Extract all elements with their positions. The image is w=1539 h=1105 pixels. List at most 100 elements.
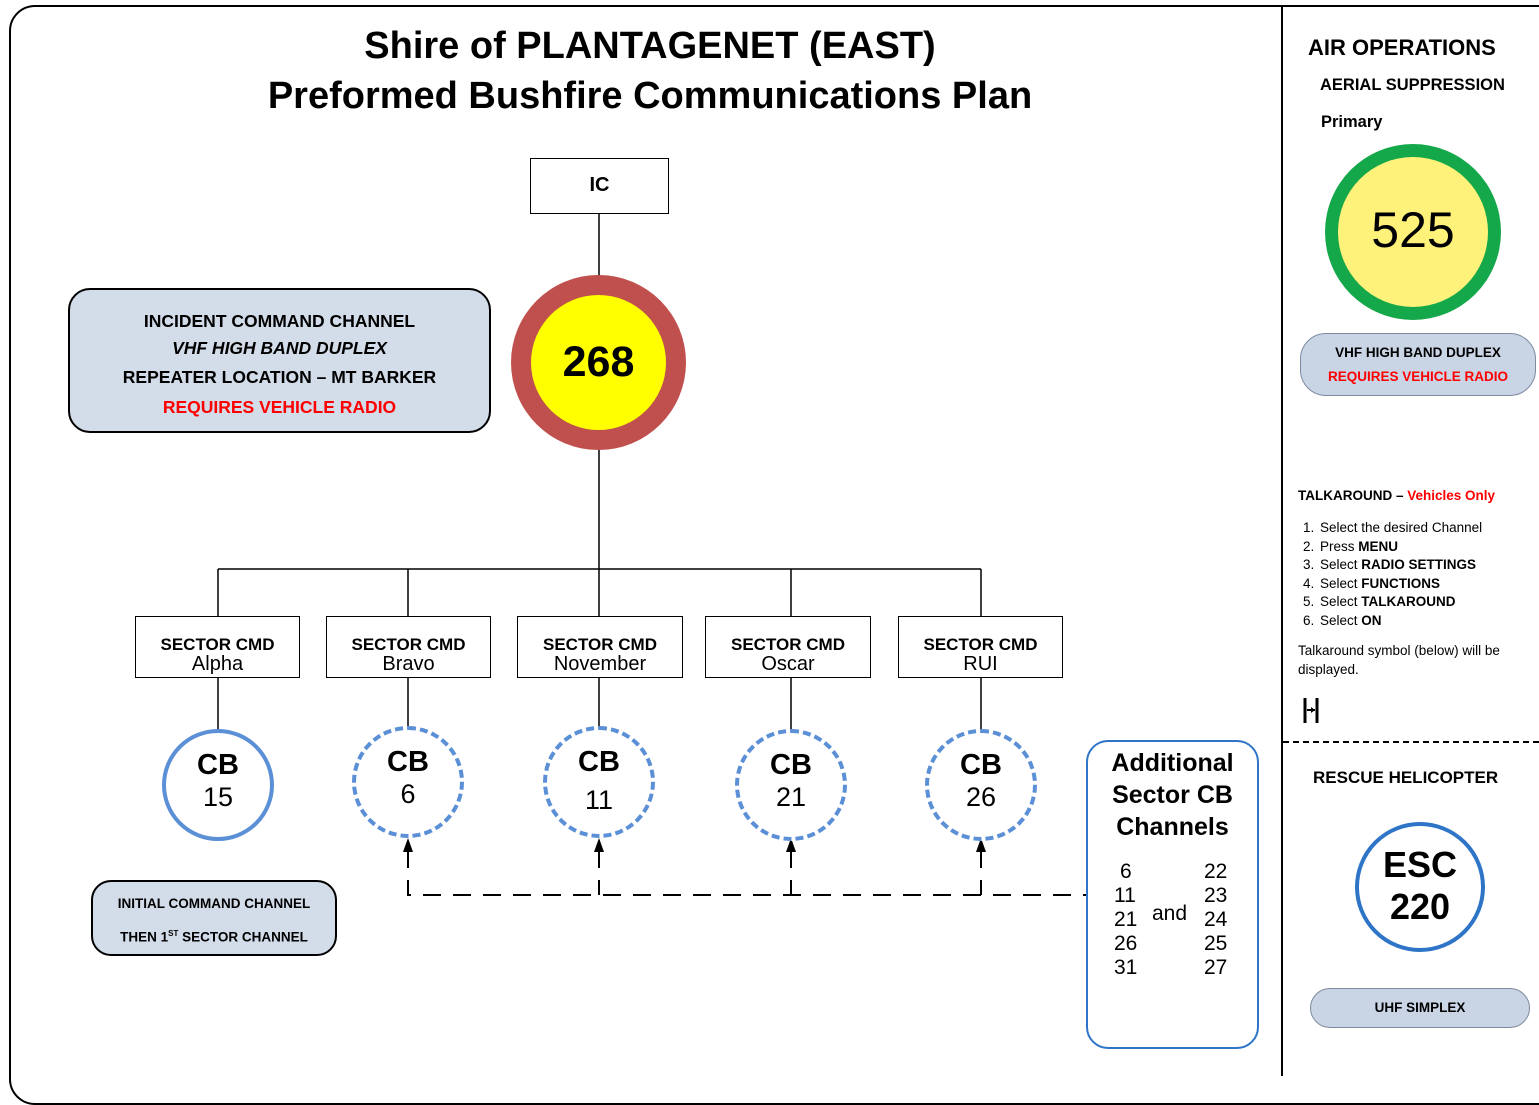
step-text: Select: [1320, 612, 1362, 628]
rescue-channel-circle: ESC 220: [1355, 822, 1485, 952]
cb-label: CB: [578, 746, 620, 778]
step-text: Select: [1320, 557, 1362, 572]
additional-channel: 25: [1204, 932, 1228, 955]
cb-channel: 11: [584, 785, 614, 815]
sector-box-oscar: SECTOR CMD Oscar: [705, 616, 871, 678]
sector-name: November: [553, 653, 647, 675]
talkaround-title-red: Vehicles Only: [1407, 488, 1496, 503]
talkaround-title: TALKAROUND – Vehicles Only: [1298, 488, 1495, 503]
rescue-title: RESCUE HELICOPTER: [1313, 768, 1499, 787]
arrowhead-bravo: [403, 838, 413, 852]
initial-note-line2: THEN 1ST SECTOR CHANNEL: [93, 925, 335, 947]
additional-channel: 6: [1120, 860, 1132, 883]
incident-channel-info: INCIDENT COMMAND CHANNEL VHF HIGH BAND D…: [68, 288, 491, 433]
rescue-line2: 220: [1389, 886, 1451, 927]
rescue-line1: ESC: [1382, 844, 1458, 885]
additional-channel: 23: [1204, 884, 1228, 907]
talkaround-symbol-icon: [1303, 698, 1319, 723]
connector-lines: [217, 213, 1088, 896]
initial-note-suffix: SECTOR CHANNEL: [178, 929, 308, 945]
additional-channel: 26: [1114, 932, 1138, 955]
sector-name: Oscar: [761, 653, 815, 675]
step-bold: FUNCTIONS: [1361, 575, 1441, 591]
ic-channel-number: 268: [531, 295, 666, 430]
air-ops-channel-ring: 525: [1325, 144, 1501, 320]
talkaround-step: Press MENU: [1318, 538, 1534, 557]
talkaround-steps: Select the desired Channel Press MENU Se…: [1298, 519, 1534, 630]
additional-channel: 24: [1204, 908, 1228, 931]
cb-circle-oscar: CB 21: [735, 729, 847, 841]
incident-channel-line4: REQUIRES VEHICLE RADIO: [162, 397, 397, 417]
sector-name: RUI: [963, 653, 998, 675]
sector-head: SECTOR CMD: [351, 635, 466, 654]
cb-channel: 15: [202, 782, 234, 812]
incident-channel-line2: VHF HIGH BAND DUPLEX: [172, 338, 387, 358]
arrowhead-rui: [976, 838, 986, 852]
cb-circle-november: CB 11: [543, 726, 655, 838]
step-bold: TALKAROUND: [1361, 594, 1456, 609]
initial-note-sup: ST: [168, 929, 179, 938]
step-text: Select the desired Channel: [1320, 520, 1483, 535]
additional-title-line1: Additional: [1111, 749, 1234, 777]
talkaround-note: Talkaround symbol (below) will be displa…: [1298, 643, 1500, 677]
rescue-band: UHF SIMPLEX: [1310, 988, 1530, 1028]
panel-divider: [1281, 5, 1283, 1076]
additional-channel: 22: [1204, 860, 1228, 883]
additional-title-line3: Channels: [1116, 813, 1229, 841]
additional-channel: 21: [1114, 908, 1138, 931]
sector-box-bravo: SECTOR CMD Bravo: [326, 616, 491, 678]
additional-title-line2: Sector CB: [1112, 781, 1233, 809]
title-line-2: Preformed Bushfire Communications Plan: [267, 75, 1033, 117]
sector-head: SECTOR CMD: [160, 635, 275, 654]
talkaround-title-text: TALKAROUND –: [1298, 488, 1408, 503]
ic-channel-ring: 268: [511, 275, 686, 450]
cb-circle-rui: CB 26: [925, 729, 1037, 841]
talkaround-step: Select RADIO SETTINGS: [1318, 556, 1534, 575]
cb-channel: 26: [965, 782, 997, 812]
air-ops-subtitle: AERIAL SUPPRESSION: [1320, 76, 1505, 94]
sector-name: Bravo: [382, 653, 435, 675]
cb-label: CB: [387, 746, 429, 778]
incident-channel-line1: INCIDENT COMMAND CHANNEL: [143, 311, 416, 331]
sector-name: Alpha: [191, 653, 244, 675]
cb-circle-alpha: CB 15: [162, 729, 274, 841]
air-ops-channel-number: 525: [1338, 157, 1488, 307]
air-ops-title: AIR OPERATIONS: [1308, 35, 1496, 60]
comms-plan-canvas: Shire of PLANTAGENET (EAST) Preformed Bu…: [0, 0, 1539, 1076]
additional-channel: 27: [1204, 956, 1228, 979]
additional-dashed-bus: [407, 850, 1088, 896]
sector-head: SECTOR CMD: [731, 635, 845, 654]
air-ops-band-info: VHF HIGH BAND DUPLEX REQUIRES VEHICLE RA…: [1300, 333, 1536, 396]
arrowhead-november: [594, 838, 604, 852]
cb-channel: 6: [400, 779, 416, 809]
air-ops-band: VHF HIGH BAND DUPLEX: [1335, 345, 1501, 360]
step-text: Press: [1320, 538, 1359, 554]
initial-note-prefix: THEN 1: [120, 929, 169, 945]
additional-channels-box: Additional Sector CB Channels 6 11 21 26…: [1086, 740, 1259, 1049]
talkaround-step: Select FUNCTIONS: [1318, 575, 1534, 594]
cb-label: CB: [960, 749, 1002, 781]
sector-box-november: SECTOR CMD November: [517, 616, 683, 678]
additional-channel: 11: [1114, 884, 1136, 907]
additional-joiner: and: [1152, 902, 1188, 925]
step-bold: ON: [1361, 612, 1382, 628]
sector-box-alpha: SECTOR CMD Alpha: [135, 616, 300, 678]
cb-label: CB: [770, 749, 812, 781]
arrowhead-oscar: [786, 838, 796, 852]
initial-note-line1: INITIAL COMMAND CHANNEL: [117, 896, 311, 911]
talkaround-step: Select ON: [1318, 612, 1534, 631]
talkaround-step: Select TALKAROUND: [1318, 593, 1534, 612]
step-bold: MENU: [1358, 538, 1399, 554]
air-ops-primary-label: Primary: [1321, 113, 1383, 131]
additional-left-list: 6 11 21 26 31: [1114, 860, 1137, 980]
air-ops-requires: REQUIRES VEHICLE RADIO: [1327, 369, 1509, 384]
incident-channel-line3: REPEATER LOCATION – MT BARKER: [122, 367, 437, 387]
air-rescue-divider: [1283, 741, 1539, 743]
ic-box: IC: [530, 158, 669, 214]
sector-box-rui: SECTOR CMD RUI: [898, 616, 1063, 678]
talkaround-step: Select the desired Channel: [1318, 519, 1534, 538]
step-text: Select: [1320, 575, 1362, 591]
title-line-1: Shire of PLANTAGENET (EAST): [364, 25, 936, 67]
additional-channel: 31: [1114, 956, 1138, 979]
additional-right-list: 22 23 24 25 27: [1204, 860, 1227, 980]
